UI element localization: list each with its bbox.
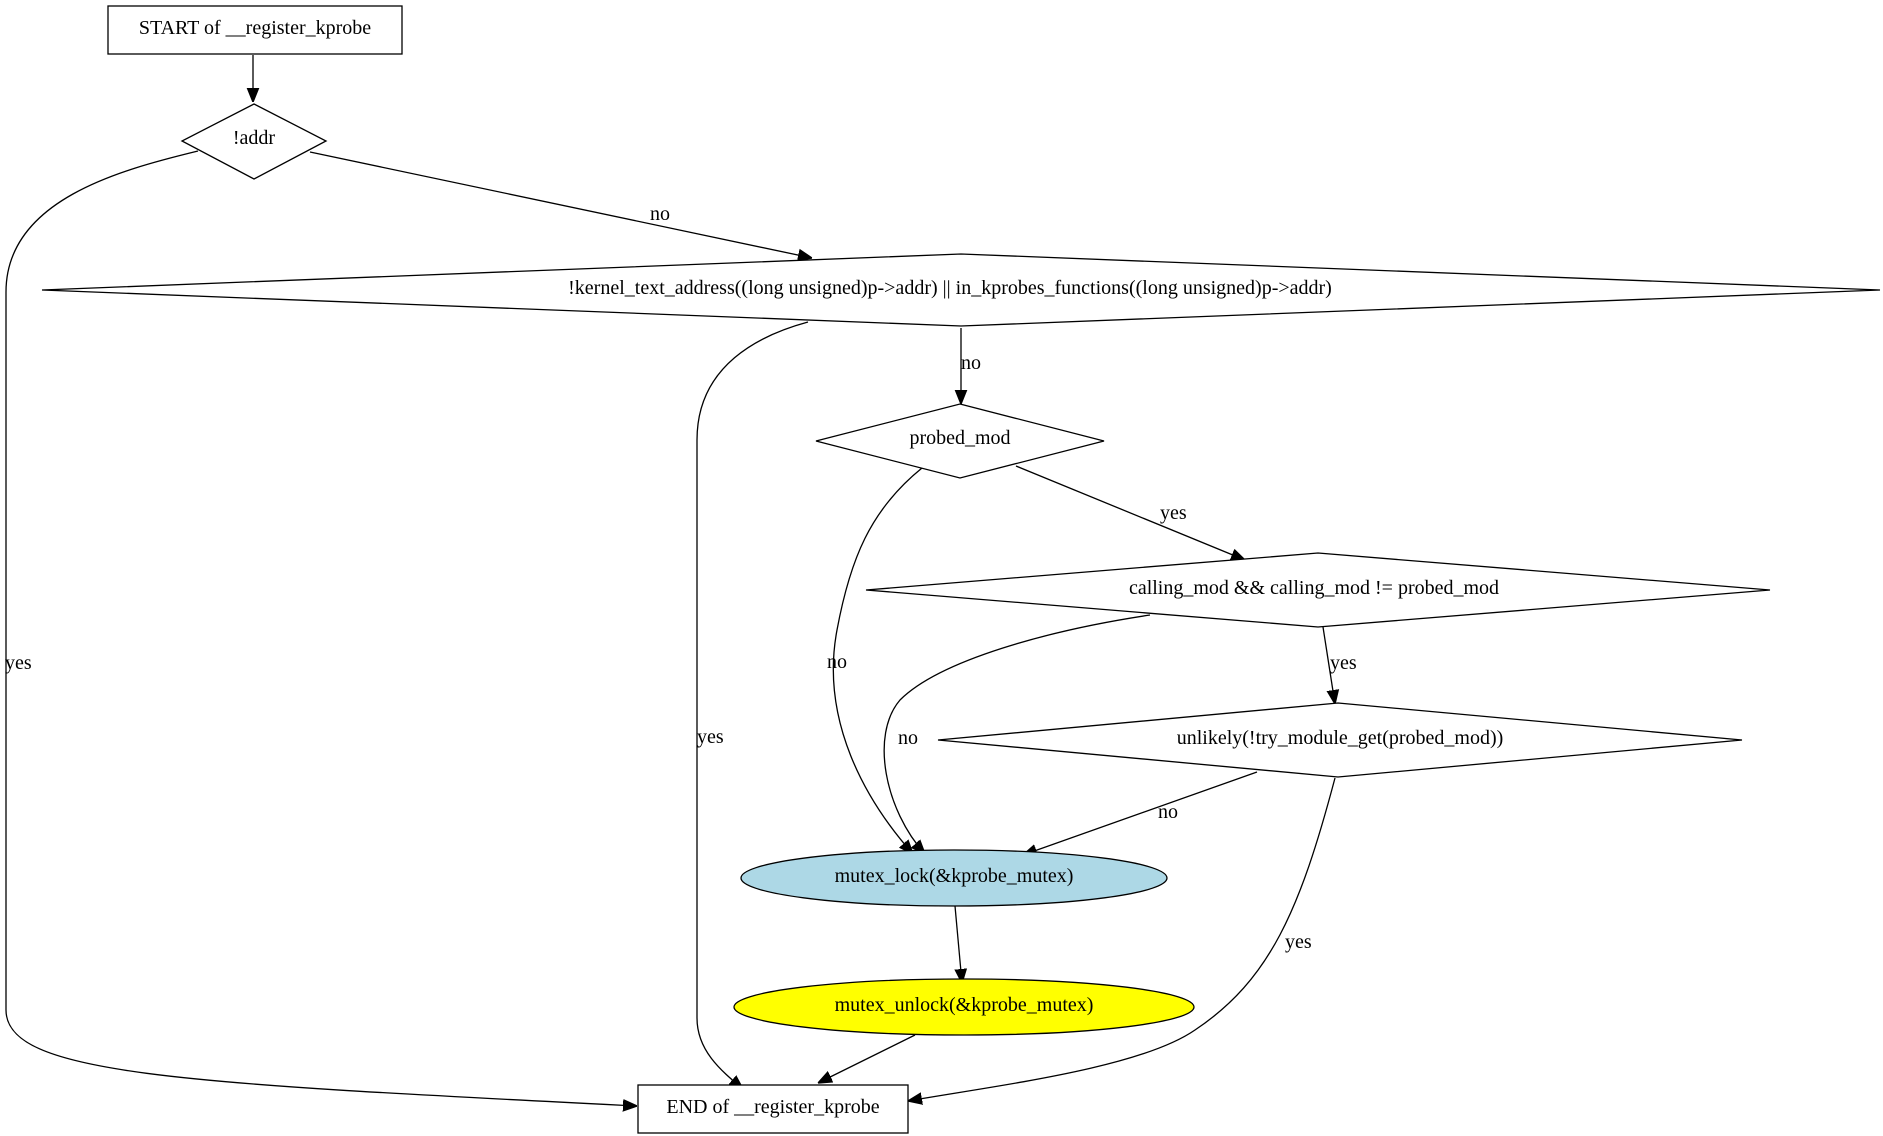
edge-unlock-to-end (818, 1034, 916, 1083)
text-addr-check-label: !kernel_text_address((long unsigned)p->a… (568, 277, 1332, 299)
edge-label-text-yes: yes (697, 726, 724, 748)
edge-label-addr-no: no (650, 203, 670, 225)
try-module-get-check-label: unlikely(!try_module_get(probed_mod)) (1177, 727, 1504, 749)
mutex-unlock-label: mutex_unlock(&kprobe_mutex) (835, 994, 1094, 1016)
addr-check-diamond (180, 103, 328, 180)
edges: yes no yes no yes no yes no no yes (5, 55, 1357, 1106)
edge-label-probed-yes: yes (1160, 502, 1187, 524)
node-calling-mod-check: calling_mod && calling_mod != probed_mod (865, 552, 1771, 628)
try-module-get-check-diamond (937, 702, 1743, 778)
edge-label-calling-no: no (898, 727, 918, 749)
edge-calling-no-to-lock (883, 614, 1151, 854)
edge-label-calling-yes: yes (1330, 652, 1357, 674)
edge-label-probed-no: no (827, 651, 847, 673)
edge-try-no-to-lock (1023, 771, 1258, 855)
start-label: START of __register_kprobe (139, 17, 371, 39)
node-text-addr-check: !kernel_text_address((long unsigned)p->a… (41, 253, 1881, 327)
end-box (637, 1084, 909, 1134)
edge-calling-yes-to-try (1322, 626, 1335, 704)
text-addr-check-diamond (41, 253, 1881, 327)
edge-probed-no-to-lock (832, 467, 923, 854)
end-label: END of __register_kprobe (666, 1096, 879, 1118)
mutex-lock-label: mutex_lock(&kprobe_mutex) (835, 865, 1074, 887)
edge-addr-no-to-text (309, 151, 812, 258)
node-mutex-unlock: mutex_unlock(&kprobe_mutex) (733, 978, 1195, 1036)
nodes: START of __register_kprobe !addr !kernel… (41, 5, 1881, 1134)
node-end: END of __register_kprobe (637, 1084, 909, 1134)
node-try-module-get-check: unlikely(!try_module_get(probed_mod)) (937, 702, 1743, 778)
mutex-lock-ellipse (740, 849, 1168, 907)
mutex-unlock-ellipse (733, 978, 1195, 1036)
start-box (107, 5, 403, 55)
node-start: START of __register_kprobe (107, 5, 403, 55)
edge-text-yes-to-end (696, 321, 809, 1089)
probed-mod-check-diamond (815, 403, 1105, 479)
calling-mod-check-diamond (865, 552, 1771, 628)
probed-mod-check-label: probed_mod (909, 427, 1010, 449)
edge-label-text-no: no (961, 352, 981, 374)
edge-addr-yes-to-end (5, 150, 637, 1106)
node-mutex-lock: mutex_lock(&kprobe_mutex) (740, 849, 1168, 907)
edge-label-addr-yes: yes (5, 652, 32, 674)
node-addr-check: !addr (180, 103, 328, 180)
addr-check-label: !addr (233, 127, 276, 149)
edge-label-try-yes: yes (1285, 931, 1312, 953)
node-probed-mod-check: probed_mod (815, 403, 1105, 479)
edge-try-yes-to-end (908, 777, 1336, 1101)
edge-label-try-no: no (1158, 801, 1178, 823)
calling-mod-check-label: calling_mod && calling_mod != probed_mod (1129, 577, 1499, 599)
edge-probed-yes-to-calling (1015, 465, 1245, 560)
edge-lock-to-unlock (955, 905, 962, 983)
